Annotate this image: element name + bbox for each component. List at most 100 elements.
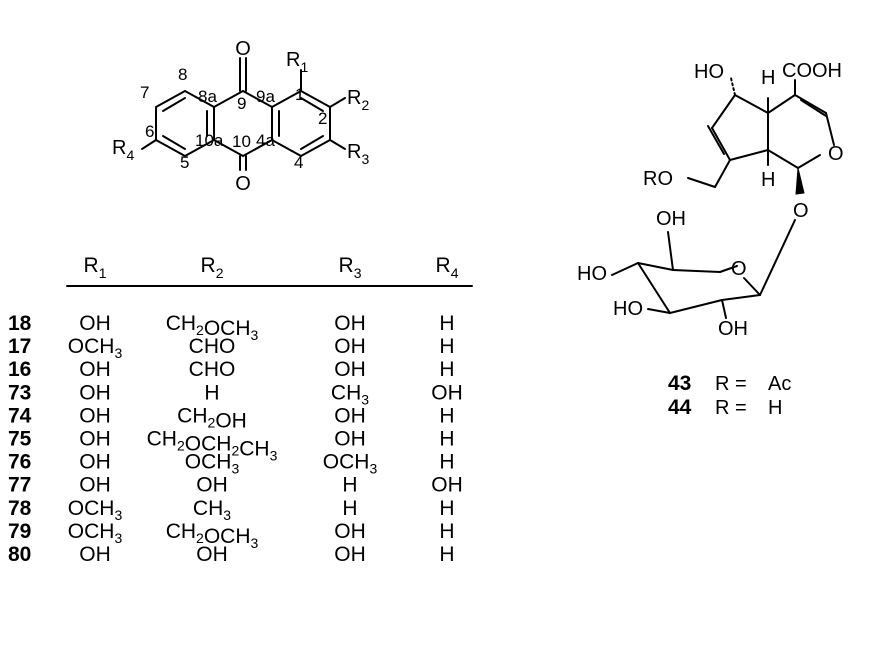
cell-r4: OH <box>431 474 463 497</box>
anthraquinone-atom-labels: O O R1 R2 R3 R4 <box>112 38 369 195</box>
cell-r3: OCH3 <box>323 451 378 477</box>
sugar-hydroxyl-bottom-right-label: OH <box>718 318 748 340</box>
table-header-r2: R2 <box>201 254 224 281</box>
compound-number: 74 <box>8 404 32 427</box>
cell-r4: H <box>439 312 454 335</box>
compound-44-id: 44 <box>668 396 692 419</box>
table-header-r1: R1 <box>84 254 107 281</box>
cell-r1: OH <box>79 358 111 381</box>
table-row: 74 OH CH2OH OH H <box>8 404 455 432</box>
cell-r2: CHO <box>189 358 236 381</box>
compound-number: 78 <box>8 497 32 520</box>
cell-r3: OH <box>334 428 366 451</box>
compound-43-r-equals: R = <box>715 373 747 395</box>
oxygen-9-label: O <box>235 38 251 60</box>
r3-label: R3 <box>347 141 369 167</box>
sugar-ch2oh-label: OH <box>656 208 686 230</box>
position-1: 1 <box>295 85 304 104</box>
cell-r4: H <box>439 497 454 520</box>
cell-r2: H <box>204 381 219 404</box>
cell-r2: CH2OCH3 <box>166 520 259 551</box>
r1-label: R1 <box>286 49 308 75</box>
ro-label: RO <box>643 168 673 190</box>
position-8a: 8a <box>198 87 217 106</box>
compound-number: 76 <box>8 451 31 474</box>
iridoid-atom-labels: COOH HO H H O O RO OH HO O HO OH <box>577 60 844 340</box>
cell-r1: OH <box>79 381 111 404</box>
cell-r3: OH <box>334 520 366 543</box>
hydrogen-bottom-label: H <box>761 169 775 191</box>
compound-number: 17 <box>8 335 31 358</box>
sugar-hydroxyl-bottom-left-label: HO <box>613 298 643 320</box>
iridoid-skeleton <box>611 77 835 319</box>
table-header-r3: R3 <box>339 254 362 281</box>
cell-r3: OH <box>334 358 366 381</box>
compound-number: 80 <box>8 543 31 566</box>
cell-r1: OCH3 <box>68 497 123 523</box>
cell-r2: CH2OCH2CH3 <box>147 428 278 464</box>
cell-r4: H <box>439 543 454 566</box>
compound-number: 73 <box>8 381 31 404</box>
position-10: 10 <box>232 132 251 151</box>
cell-r3: OH <box>334 335 366 358</box>
cell-r1: OH <box>79 428 111 451</box>
position-2: 2 <box>318 109 327 128</box>
cell-r4: H <box>439 428 454 451</box>
compound-44-r-equals: R = <box>715 397 747 419</box>
compound-number: 18 <box>8 312 32 335</box>
cell-r3: OH <box>334 543 366 566</box>
cell-r1: OCH3 <box>68 520 123 546</box>
cell-r4: H <box>439 358 454 381</box>
anthraquinone-skeleton <box>141 57 346 171</box>
compound-44-r-value: H <box>768 397 782 419</box>
cell-r2: CH2OH <box>177 404 247 432</box>
cell-r4: H <box>439 451 454 474</box>
anthraquinone-position-numbers: 1 2 3 4 4a 5 6 7 8 8a 9 9a 10 10a <box>140 65 327 172</box>
position-8: 8 <box>178 65 187 84</box>
cell-r1: OH <box>79 312 111 335</box>
iridoid-compound-legend: 43 R = Ac 44 R = H <box>668 372 791 419</box>
cooh-label: COOH <box>782 60 842 82</box>
compound-number: 75 <box>8 428 32 451</box>
cell-r1: OH <box>79 543 111 566</box>
position-10a: 10a <box>195 131 224 150</box>
compound-43-r-value: Ac <box>768 373 791 395</box>
cell-r4: H <box>439 520 454 543</box>
cell-r2: CHO <box>189 335 236 358</box>
pyran-ring-oxygen-label: O <box>828 143 844 165</box>
cell-r3: OH <box>334 404 366 427</box>
position-6: 6 <box>145 122 154 141</box>
cell-r1: OH <box>79 404 111 427</box>
cell-r2: CH2OCH3 <box>166 312 259 343</box>
table-row: 18 OH CH2OCH3 OH H <box>8 312 455 343</box>
position-4: 4 <box>294 153 303 172</box>
hydrogen-top-label: H <box>761 67 775 89</box>
glycosidic-oxygen-label: O <box>793 200 809 222</box>
cell-r2: OH <box>196 474 228 497</box>
r4-label: R4 <box>112 137 134 163</box>
hydroxyl-top-label: HO <box>694 61 724 83</box>
table-row: 75 OH CH2OCH2CH3 OH H <box>8 428 455 464</box>
cell-r2: OCH3 <box>185 451 240 477</box>
oxygen-10-label: O <box>235 173 251 195</box>
cell-r3: CH3 <box>331 381 369 407</box>
cell-r3: OH <box>334 312 366 335</box>
table-row: 16 OH CHO OH H <box>8 358 455 381</box>
cell-r3: H <box>342 474 357 497</box>
cell-r4: H <box>439 404 454 427</box>
sugar-ring-oxygen-label: O <box>731 258 747 280</box>
cell-r2: CH3 <box>193 497 231 523</box>
cell-r1: OH <box>79 474 111 497</box>
cell-r4: OH <box>431 381 463 404</box>
position-5: 5 <box>180 153 189 172</box>
compound-number: 16 <box>8 358 31 381</box>
